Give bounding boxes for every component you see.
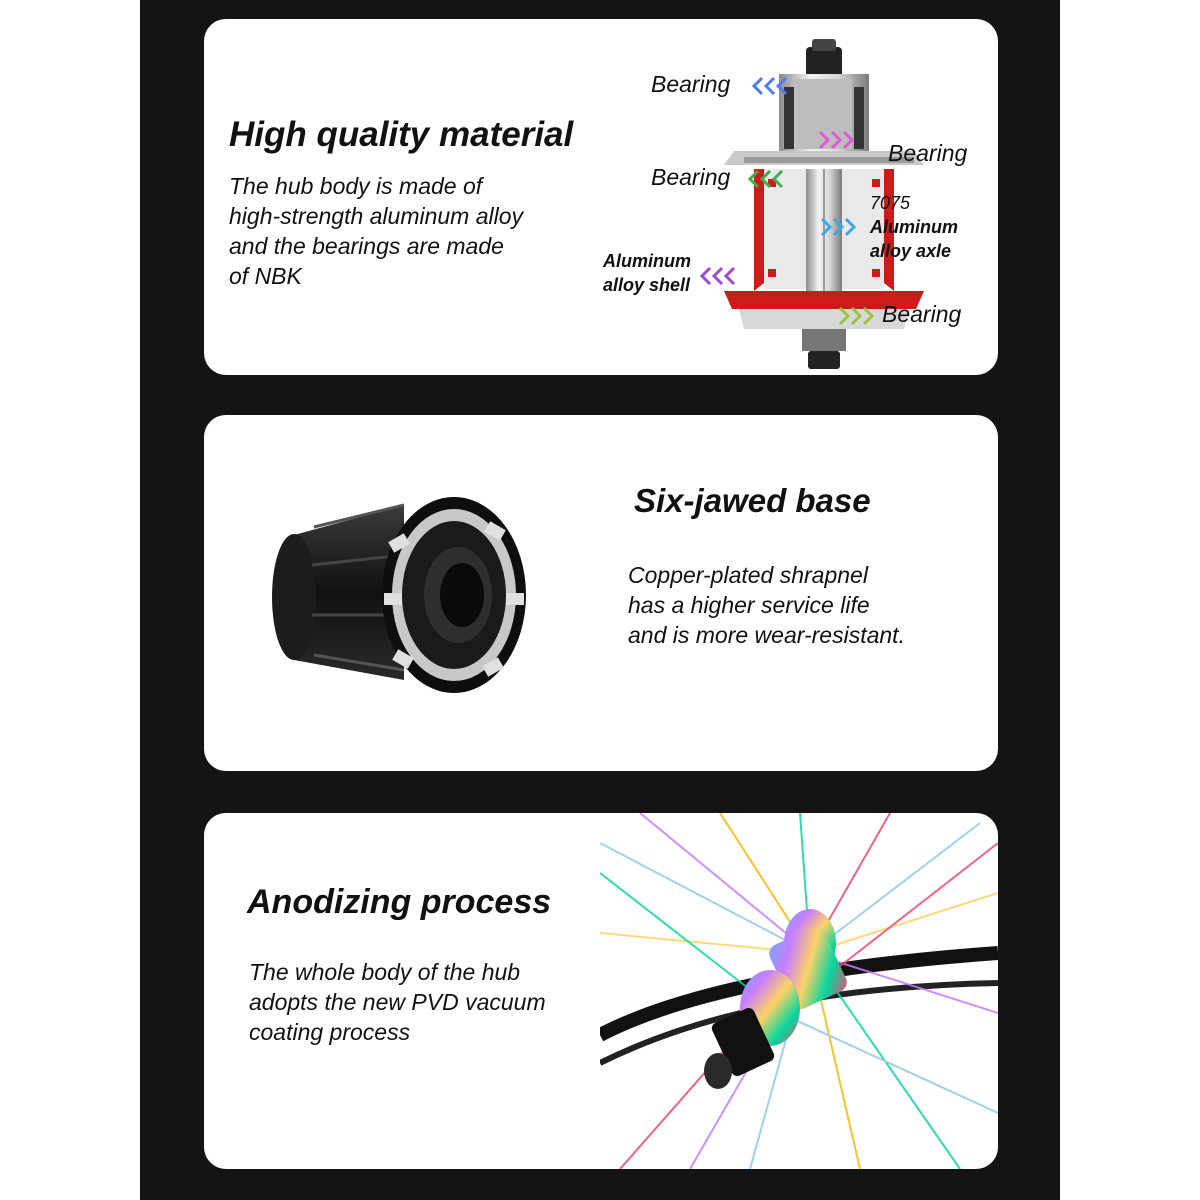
section-heading: Anodizing process: [247, 883, 552, 921]
arrow-left-icon: [699, 266, 736, 286]
section-description: The hub body is made of high-strength al…: [229, 171, 523, 291]
section-description: Copper-plated shrapnel has a higher serv…: [628, 560, 905, 650]
card-high-quality-material: High quality material The hub body is ma…: [204, 19, 998, 375]
arrow-left-icon: [751, 76, 788, 96]
card-anodizing-process: Anodizing process The whole body of the …: [204, 813, 998, 1169]
callout-axle-line: Aluminum: [870, 217, 958, 237]
freehub-body-icon: [272, 497, 526, 693]
rainbow-wheel-hub-icon: [600, 813, 998, 1169]
callout-axle: 7075 Aluminum alloy axle: [870, 191, 958, 263]
arrow-right-icon: [838, 306, 875, 326]
description-line: The hub body is made of: [229, 173, 483, 199]
callout-shell-line: Aluminum: [603, 251, 691, 271]
arrow-right-icon: [820, 217, 857, 237]
callout-shell: Aluminum alloy shell: [603, 249, 691, 297]
callout-bearing-mid-left: Bearing: [651, 164, 731, 190]
description-line: adopts the new PVD vacuum: [249, 989, 546, 1015]
arrow-right-icon: [818, 130, 855, 150]
description-line: and is more wear-resistant.: [628, 622, 905, 648]
callout-bearing-upper-right: Bearing: [888, 140, 968, 166]
description-line: of NBK: [229, 263, 302, 289]
arrow-left-icon: [747, 169, 784, 189]
section-heading: Six-jawed base: [634, 482, 871, 519]
description-line: Copper-plated shrapnel: [628, 562, 868, 588]
description-line: The whole body of the hub: [249, 959, 521, 985]
section-heading: High quality material: [229, 115, 574, 154]
section-description: The whole body of the hub adopts the new…: [249, 957, 546, 1047]
description-line: coating process: [249, 1019, 411, 1045]
description-line: has a higher service life: [628, 592, 870, 618]
description-line: and the bearings are made: [229, 233, 504, 259]
callout-bearing-top: Bearing: [651, 71, 731, 97]
callout-bearing-bottom-right: Bearing: [882, 301, 962, 327]
chevrons: [751, 76, 788, 96]
callout-axle-line: alloy axle: [870, 241, 952, 261]
description-line: high-strength aluminum alloy: [229, 203, 524, 229]
card-six-jawed-base: Six-jawed base Copper-plated shrapnel ha…: [204, 415, 998, 771]
callout-axle-line: 7075: [870, 193, 911, 213]
callout-shell-line: alloy shell: [603, 275, 691, 295]
